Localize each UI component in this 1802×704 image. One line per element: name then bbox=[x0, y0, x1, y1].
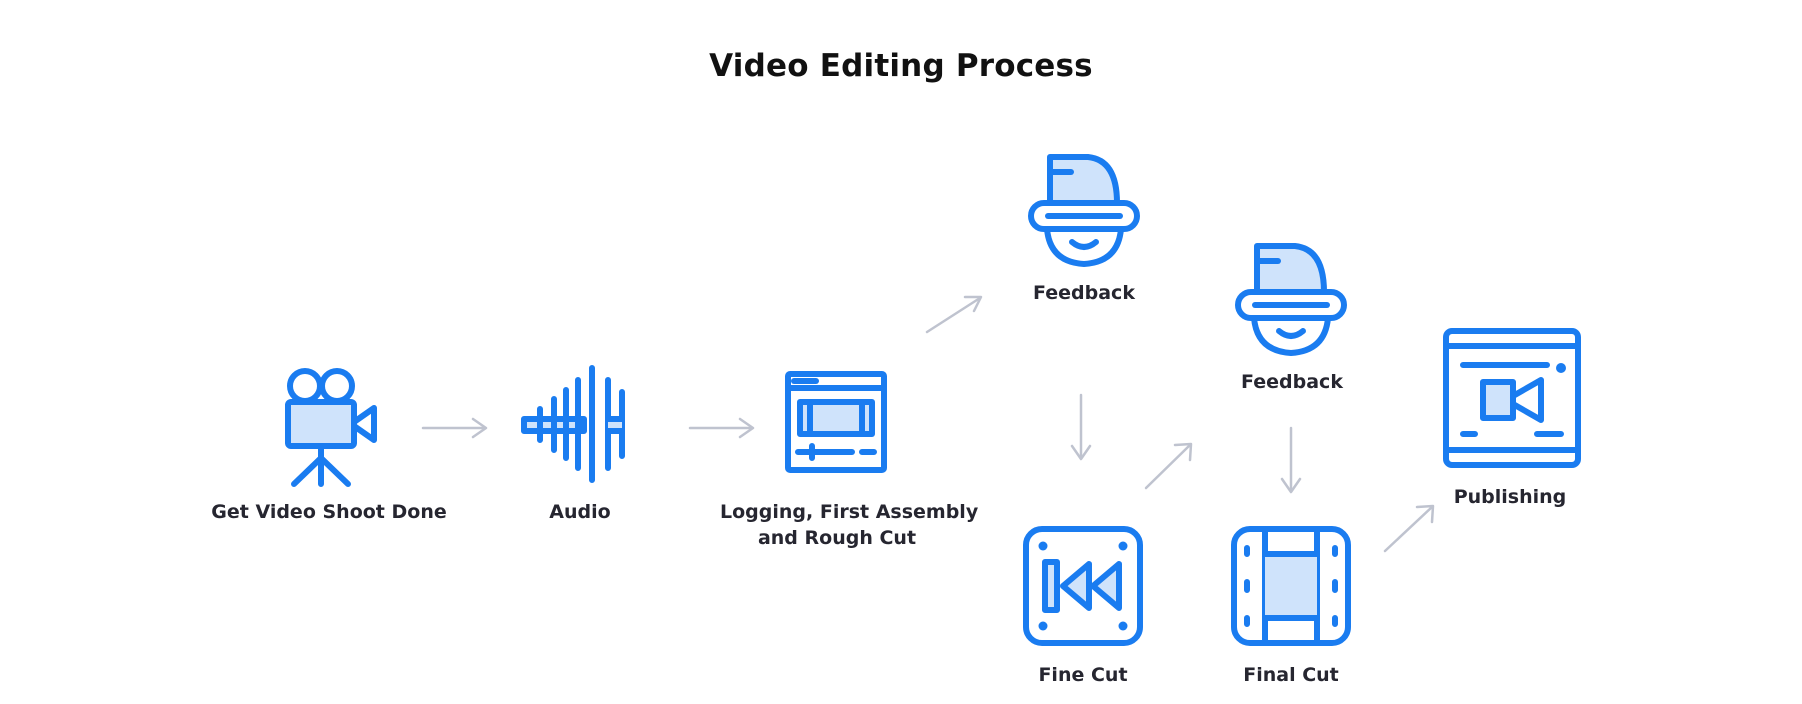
step-label-publishing: Publishing bbox=[1453, 486, 1567, 508]
editing-timeline-icon bbox=[785, 371, 887, 473]
arrow-feedback-to-finecut bbox=[1070, 393, 1092, 461]
step-label-logging-line2: and Rough Cut bbox=[757, 527, 917, 549]
arrow-camera-to-audio bbox=[421, 417, 488, 439]
step-label-feedback-2: Feedback bbox=[1241, 371, 1343, 393]
step-label-feedback-1: Feedback bbox=[1033, 282, 1135, 304]
arrow-finecut-to-feedback bbox=[1144, 442, 1193, 490]
step-label-final-cut: Final Cut bbox=[1243, 664, 1339, 686]
step-label-fine-cut: Fine Cut bbox=[1038, 664, 1128, 686]
arrow-audio-to-logging bbox=[688, 417, 755, 439]
diagram-title: Video Editing Process bbox=[709, 48, 1093, 84]
arrow-finalcut-to-publishing bbox=[1383, 504, 1435, 553]
step-label-audio: Audio bbox=[549, 501, 611, 523]
video-player-icon bbox=[1443, 328, 1581, 468]
film-strip-icon bbox=[1231, 526, 1351, 646]
arrow-logging-to-feedback bbox=[925, 295, 983, 334]
movie-camera-icon bbox=[285, 368, 377, 487]
person-feedback-icon bbox=[1028, 154, 1140, 267]
step-label-logging: Logging, First Assembly and Rough Cut bbox=[720, 499, 979, 551]
arrow-feedback-to-finalcut bbox=[1280, 426, 1302, 494]
person-feedback-icon bbox=[1235, 243, 1347, 356]
rewind-icon bbox=[1023, 526, 1143, 646]
audio-waveform-icon bbox=[521, 365, 625, 483]
step-label-shoot: Get Video Shoot Done bbox=[211, 501, 447, 523]
step-label-logging-line1: Logging, First Assembly bbox=[720, 501, 979, 523]
